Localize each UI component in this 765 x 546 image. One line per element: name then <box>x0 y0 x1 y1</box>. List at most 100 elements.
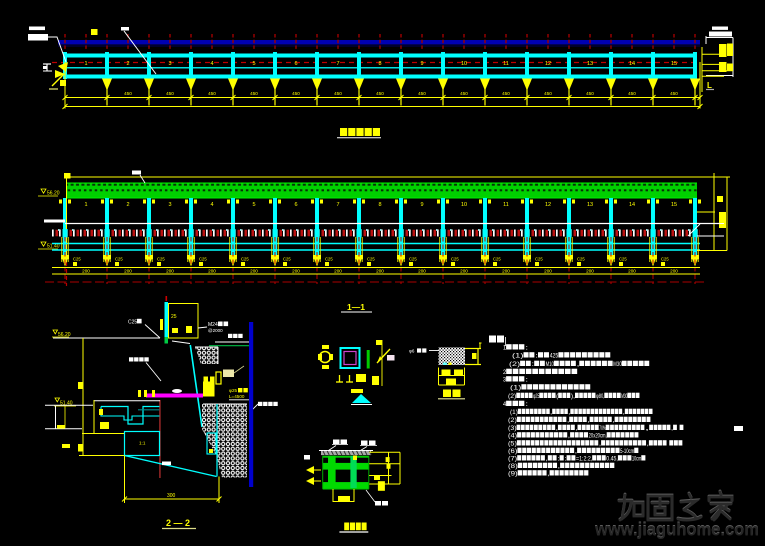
svg-text:,: , <box>568 410 570 416</box>
svg-text:),: ), <box>571 394 575 400</box>
svg-text:www.jiaguhome.com: www.jiaguhome.com <box>594 519 759 539</box>
svg-text:200: 200 <box>586 269 594 274</box>
svg-text:(2): (2) <box>508 418 517 424</box>
svg-text:450: 450 <box>628 91 636 96</box>
svg-text:C25: C25 <box>409 257 417 262</box>
svg-text:200: 200 <box>292 269 300 274</box>
svg-text:70%: 70% <box>599 426 606 432</box>
svg-text:,: , <box>575 449 578 455</box>
svg-text:450: 450 <box>586 91 594 96</box>
svg-text:5-10cm: 5-10cm <box>620 449 634 455</box>
svg-text:C25: C25 <box>493 257 501 262</box>
svg-text:M10: M10 <box>546 362 555 368</box>
svg-text:12: 12 <box>545 61 551 67</box>
svg-text:φ6: φ6 <box>409 349 415 354</box>
svg-text:,: , <box>599 442 602 448</box>
svg-text:C25: C25 <box>535 257 543 262</box>
svg-text:1: 1 <box>84 202 87 208</box>
svg-text:9: 9 <box>420 61 423 67</box>
svg-text:14: 14 <box>629 61 635 67</box>
svg-text:10cm: 10cm <box>632 457 641 463</box>
svg-text::: : <box>564 457 567 463</box>
svg-text:51.40: 51.40 <box>47 244 60 250</box>
svg-text:,: , <box>575 426 578 432</box>
svg-text:56.20: 56.20 <box>47 191 60 197</box>
svg-text:10: 10 <box>461 61 467 67</box>
svg-text:300: 300 <box>167 493 176 499</box>
svg-text:C25: C25 <box>325 257 333 262</box>
svg-text:450: 450 <box>334 91 342 96</box>
svg-text:φ25: φ25 <box>533 394 540 400</box>
svg-text:450: 450 <box>124 91 132 96</box>
svg-text:www.jiaguhome.com: www.jiaguhome.com <box>594 520 759 540</box>
svg-text:C25: C25 <box>451 257 459 262</box>
svg-text:450: 450 <box>166 91 174 96</box>
svg-text:450: 450 <box>460 91 468 96</box>
svg-text:200: 200 <box>334 269 342 274</box>
svg-text:1:1: 1:1 <box>139 441 146 446</box>
svg-text:450: 450 <box>502 91 510 96</box>
svg-text:450: 450 <box>544 91 552 96</box>
svg-text:3: 3 <box>503 378 507 384</box>
svg-text:1: 1 <box>503 346 507 352</box>
svg-text:56.20: 56.20 <box>58 332 71 338</box>
svg-text:1—1: 1—1 <box>347 302 365 312</box>
svg-text:200: 200 <box>670 269 678 274</box>
svg-text:M24: M24 <box>208 322 218 328</box>
svg-text:C25: C25 <box>577 257 585 262</box>
svg-text:5: 5 <box>252 202 255 208</box>
svg-text:200: 200 <box>208 269 216 274</box>
svg-text:C25: C25 <box>367 257 375 262</box>
svg-text:(1): (1) <box>510 386 521 392</box>
svg-text:200: 200 <box>418 269 426 274</box>
svg-text:(2): (2) <box>508 394 516 400</box>
svg-text:,: , <box>568 434 571 440</box>
svg-text:(1): (1) <box>512 354 524 360</box>
svg-text:200: 200 <box>82 269 90 274</box>
svg-text:,: , <box>558 464 561 470</box>
svg-text:425: 425 <box>550 354 559 360</box>
svg-text:450: 450 <box>376 91 384 96</box>
svg-text:,: , <box>587 418 590 424</box>
svg-text:(9): (9) <box>508 472 518 478</box>
svg-text:L: L <box>707 81 712 90</box>
svg-text:(: ( <box>556 394 558 400</box>
svg-text::: : <box>525 378 529 384</box>
svg-text:L=4500: L=4500 <box>229 394 245 399</box>
svg-text:C25: C25 <box>73 257 81 262</box>
svg-text::: : <box>531 362 534 368</box>
svg-text:2: 2 <box>126 202 129 208</box>
svg-text:(1): (1) <box>510 410 518 416</box>
svg-text:=1:2:2,: =1:2:2, <box>576 457 592 463</box>
svg-text:,: , <box>556 426 559 432</box>
svg-text:,: , <box>546 457 549 463</box>
svg-text:(3): (3) <box>508 426 517 432</box>
svg-text:7: 7 <box>336 61 339 67</box>
svg-text:200: 200 <box>166 269 174 274</box>
svg-text:2: 2 <box>503 370 507 376</box>
svg-text:200: 200 <box>124 269 132 274</box>
svg-text::: : <box>535 354 538 360</box>
svg-text:450: 450 <box>418 91 426 96</box>
svg-text:3: 3 <box>168 61 171 67</box>
svg-text:200: 200 <box>628 269 636 274</box>
svg-text:(7): (7) <box>508 457 517 463</box>
svg-text::: : <box>525 346 529 352</box>
svg-text:0.45,: 0.45, <box>606 457 618 463</box>
svg-text:(8): (8) <box>508 464 518 470</box>
svg-text:(4): (4) <box>508 434 517 440</box>
svg-text:,: , <box>577 362 580 368</box>
svg-text:450: 450 <box>670 91 678 96</box>
svg-text:200: 200 <box>250 269 258 274</box>
svg-text:5: 5 <box>252 61 255 67</box>
svg-text:,: , <box>550 410 552 416</box>
svg-text:200: 200 <box>502 269 510 274</box>
svg-text:200: 200 <box>376 269 384 274</box>
svg-text:C25: C25 <box>199 257 207 262</box>
svg-text:M30: M30 <box>621 394 628 400</box>
svg-text:20x20cm,: 20x20cm, <box>589 434 607 440</box>
svg-text:4: 4 <box>210 202 213 208</box>
svg-text:51.40: 51.40 <box>60 401 73 407</box>
svg-text:(2): (2) <box>509 362 520 368</box>
svg-text:10: 10 <box>461 202 467 208</box>
